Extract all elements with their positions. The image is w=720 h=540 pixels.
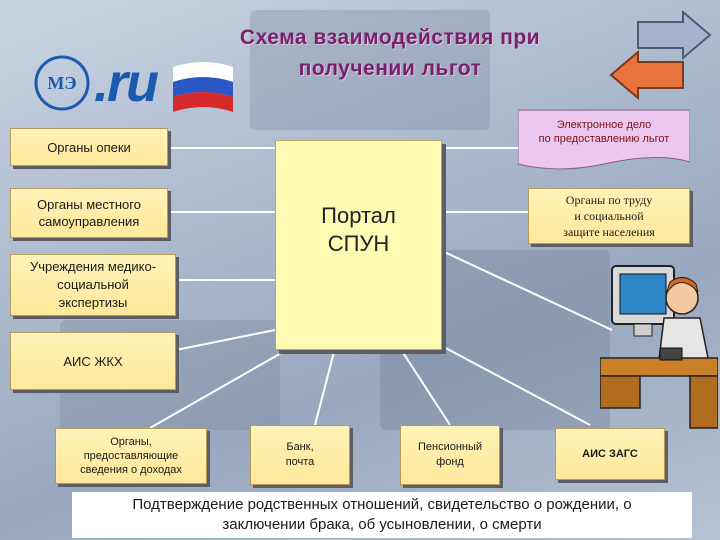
box-bank-label: Банк, почта [285, 441, 315, 468]
e-case-document-shape [518, 109, 690, 170]
logo-icon: МЭ [34, 55, 90, 111]
footer-note: Подтверждение родственных отношений, сви… [72, 492, 692, 538]
box-local-gov-label: Органы местного самоуправления [37, 197, 141, 229]
box-medical: Учреждения медико- социальной экспертизы [10, 254, 176, 316]
box-local-gov: Органы местного самоуправления [10, 188, 168, 238]
box-opeka-label: Органы опеки [47, 139, 131, 155]
box-zags: АИС ЗАГС [555, 428, 665, 480]
background-photo-books [250, 10, 490, 130]
flag-icon [173, 62, 233, 112]
box-zags-label: АИС ЗАГС [582, 448, 638, 460]
logo: МЭ .ru [30, 45, 240, 123]
box-bank: Банк, почта [250, 425, 350, 485]
svg-text:МЭ: МЭ [47, 73, 76, 93]
box-pension: Пенсионный фонд [400, 425, 500, 485]
box-income-label: Органы, предоставляющие сведения о доход… [80, 436, 182, 476]
person-computer-icon [600, 265, 718, 429]
box-ais-zhkh: АИС ЖКХ [10, 332, 176, 390]
box-income: Органы, предоставляющие сведения о доход… [55, 428, 207, 484]
arrows-icon [609, 10, 712, 101]
box-ais-zhkh-label: АИС ЖКХ [63, 353, 123, 369]
box-medical-label: Учреждения медико- социальной экспертизы [29, 259, 157, 310]
box-labor: Органы по труду и социальной защите насе… [528, 188, 690, 244]
box-opeka: Органы опеки [10, 128, 168, 166]
portal-spun: Портал СПУН [275, 140, 442, 350]
box-pension-label: Пенсионный фонд [417, 441, 483, 468]
box-labor-label: Органы по труду и социальной защите насе… [563, 193, 655, 239]
logo-text: .ru [94, 53, 159, 113]
e-case-label: Электронное дело по предоставлению льгот [538, 119, 670, 145]
diagram-title: Схема взаимодействия при получении льгот [239, 26, 541, 80]
portal-label: Портал СПУН [321, 203, 396, 256]
